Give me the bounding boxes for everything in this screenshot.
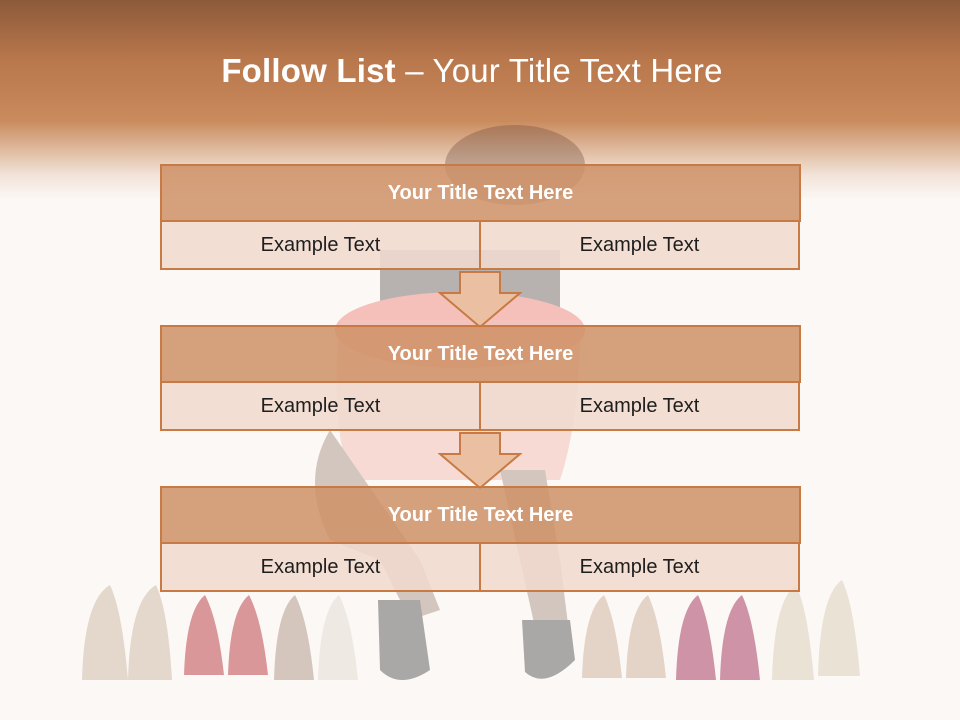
- step-2-right-cell: Example Text: [480, 381, 800, 431]
- down-arrow-icon: [438, 271, 522, 329]
- slide-title-bold: Follow List: [221, 52, 396, 89]
- step-block-2: Your Title Text Here Example Text Exampl…: [160, 325, 801, 431]
- step-block-3: Your Title Text Here Example Text Exampl…: [160, 486, 801, 592]
- step-1-left-cell: Example Text: [160, 220, 480, 270]
- step-3-right-cell: Example Text: [480, 542, 800, 592]
- step-1-right-cell: Example Text: [480, 220, 800, 270]
- step-title-3: Your Title Text Here: [160, 486, 801, 544]
- step-title-1: Your Title Text Here: [160, 164, 801, 222]
- step-2-left-cell: Example Text: [160, 381, 480, 431]
- step-title-2: Your Title Text Here: [160, 325, 801, 383]
- down-arrow-icon: [438, 432, 522, 490]
- step-3-left-cell: Example Text: [160, 542, 480, 592]
- slide-title-rest: – Your Title Text Here: [395, 52, 723, 89]
- slide-title: Follow List – Your Title Text Here: [0, 52, 944, 90]
- step-block-1: Your Title Text Here Example Text Exampl…: [160, 164, 801, 270]
